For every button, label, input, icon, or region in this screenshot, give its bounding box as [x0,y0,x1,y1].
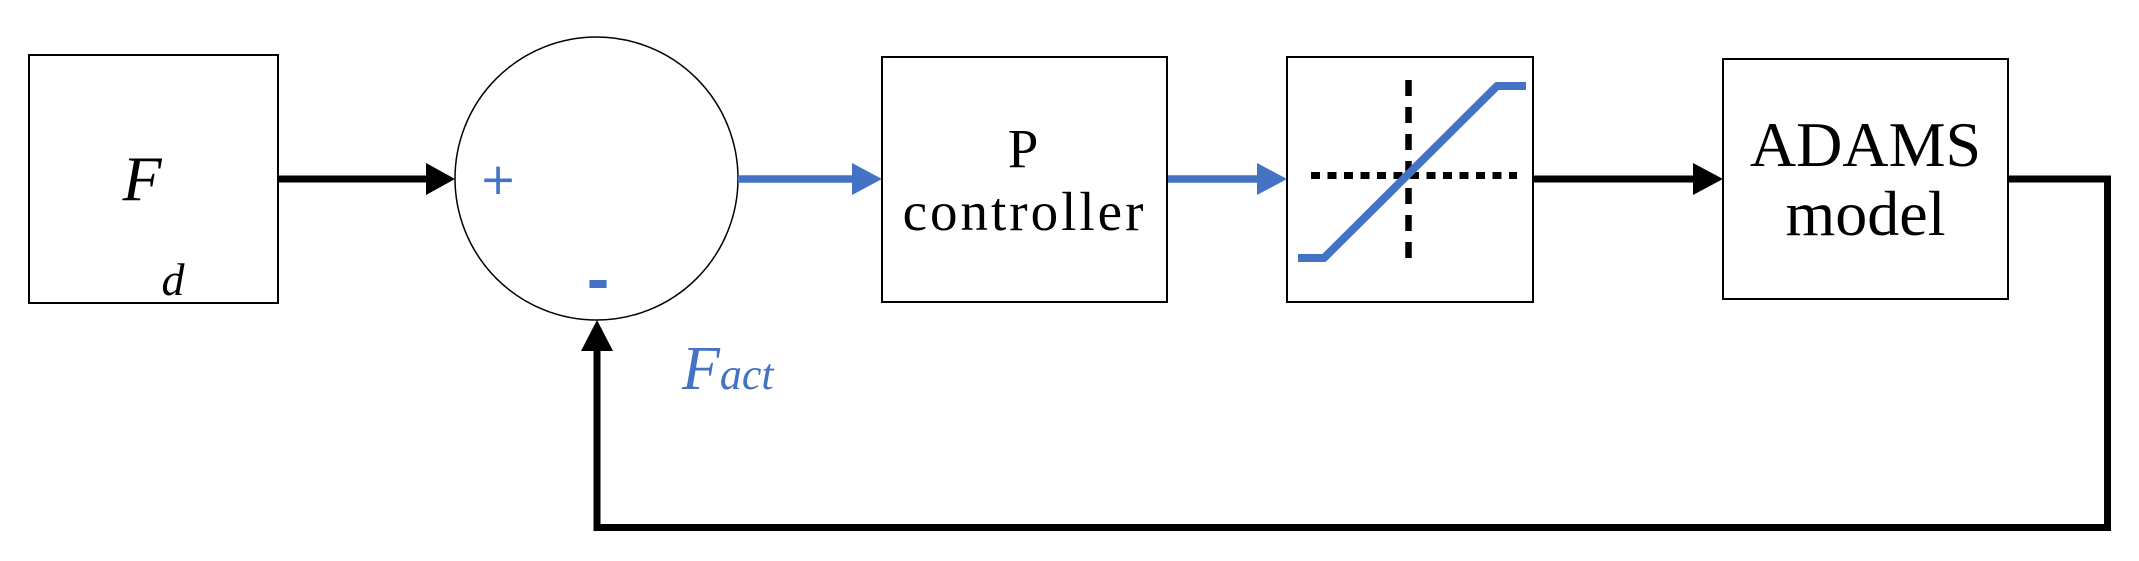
arrow-saturation-to-adams-head-icon [1693,163,1723,195]
p-controller-label-line2: controller [902,180,1147,242]
arrow-fd-to-sum [279,163,455,195]
saturation-box [1286,56,1534,303]
arrow-saturation-to-adams [1534,163,1723,195]
arrow-controller-to-saturation-head-icon [1257,163,1287,195]
fd-label-subscript: d [161,254,185,305]
arrow-fd-to-sum-head-icon [426,163,455,195]
adams-model-label-line2: model [1785,178,1946,249]
arrow-sum-to-controller-head-icon [852,163,882,195]
fd-label-main: F [122,143,162,214]
p-controller-label-line1: P [1007,117,1042,179]
feedback-path-line [593,175,2111,531]
fd-block-box [28,54,279,304]
adams-model-label-line1: ADAMS [1749,109,1982,180]
feedback-path [581,175,2111,531]
sum-plus-sign: + [479,154,517,205]
sum-minus-sign: - [586,249,610,314]
adams-model-box [1722,58,2009,300]
saturation-curve-icon [1298,82,1526,262]
adams-model-label: ADAMS model [1723,59,2008,299]
p-controller-box [881,56,1168,303]
fact-label-main: F [682,335,720,403]
feedback-arrow-head-icon [581,320,613,351]
arrow-sum-to-controller [738,163,882,195]
p-controller-label: P controller [882,57,1167,302]
fact-label-subscript: act [719,350,774,399]
arrow-controller-to-saturation [1168,163,1287,195]
